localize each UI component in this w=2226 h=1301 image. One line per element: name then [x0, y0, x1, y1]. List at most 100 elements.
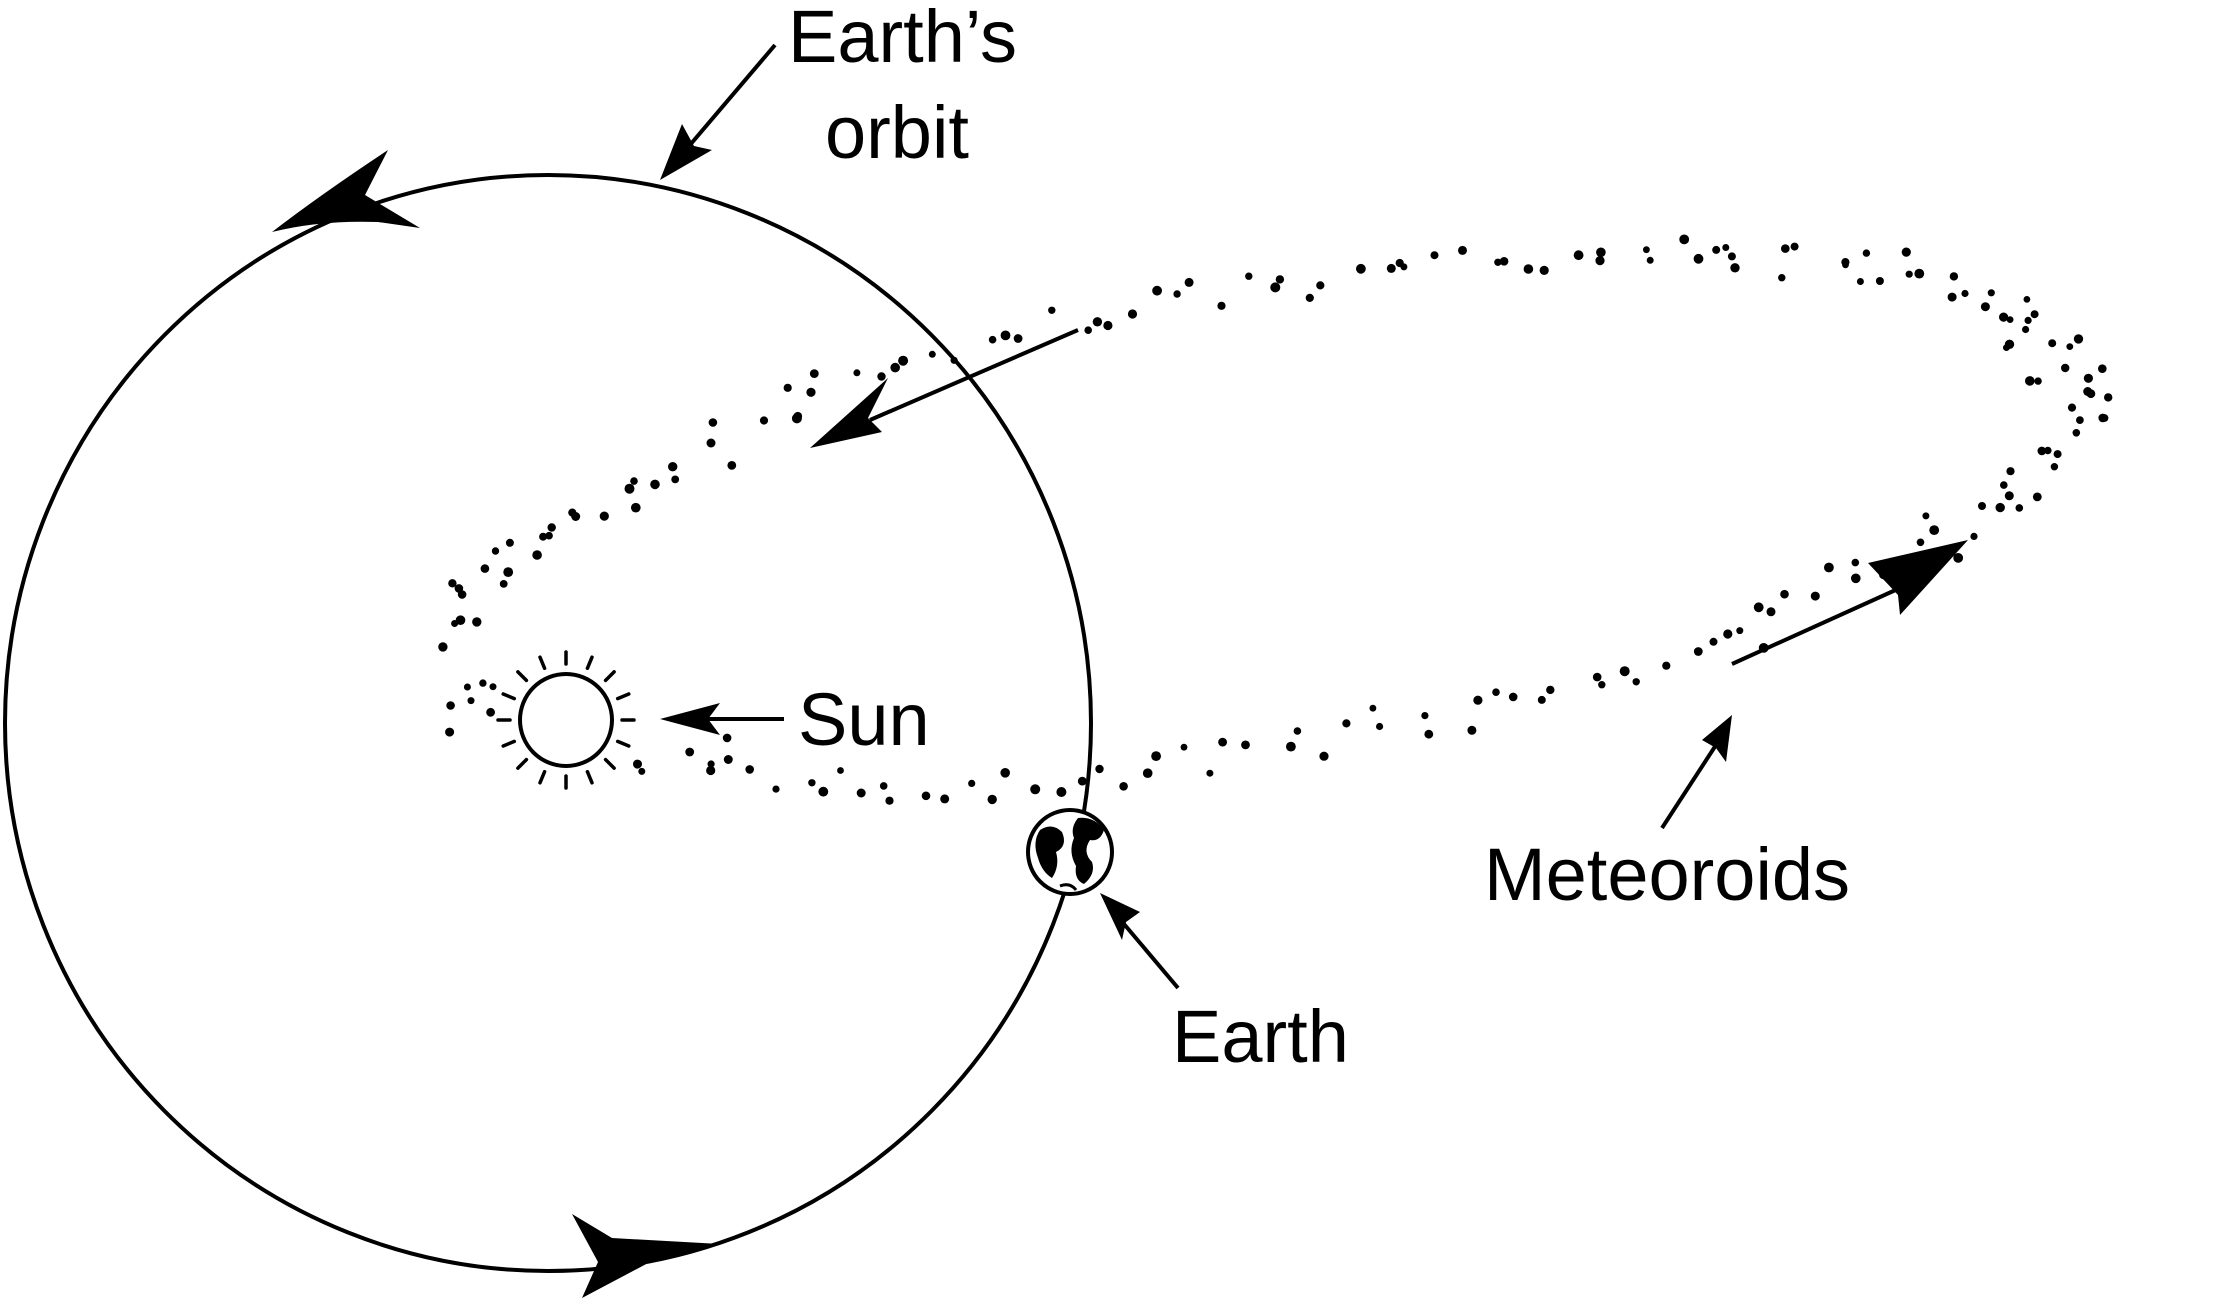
meteoroid-dot	[1709, 637, 1718, 646]
meteoroid-dot	[877, 372, 886, 381]
meteoroid-dot	[1467, 725, 1477, 735]
meteoroid-dot	[1766, 607, 1776, 617]
meteoroid-dot	[1929, 525, 1940, 535]
meteoroid-dot	[1851, 558, 1860, 567]
meteoroid-dot	[1842, 261, 1849, 269]
meteoroid-dot	[1978, 502, 1986, 510]
meteoroid-dot	[1862, 249, 1871, 257]
meteoroid-dot	[1730, 263, 1740, 273]
meteoroid-dot	[1953, 553, 1964, 563]
meteoroid-dot	[1961, 289, 1969, 298]
sun-ray	[516, 757, 529, 770]
meteoroid-dot	[1184, 277, 1194, 287]
meteoroid-dot	[445, 727, 455, 737]
meteoroid-dot	[2024, 316, 2032, 324]
meteoroid-dot	[856, 788, 866, 798]
meteoroid-dot	[1781, 244, 1790, 253]
meteoroid-dot	[1632, 678, 1640, 686]
meteoroid-dot	[1722, 244, 1730, 251]
meteoroid-dot	[454, 584, 464, 593]
meteoroid-dot	[1856, 278, 1864, 285]
meteoroid-dot	[1270, 282, 1281, 293]
meteoroid-dot	[2015, 504, 2024, 512]
meteoroid-dot	[2048, 339, 2057, 348]
meteoroid-dot	[1598, 681, 1606, 689]
meteoroid-dot	[1905, 270, 1913, 278]
earth-label: Earth	[1172, 995, 1349, 1078]
meteoroid-dot	[1753, 602, 1764, 613]
meteoroid-dot	[1013, 334, 1023, 343]
meteoroid-dot	[1119, 782, 1128, 791]
meteoroid-dot	[1092, 317, 1103, 327]
meteoroid-dot	[808, 779, 816, 787]
meteoroid-dot	[1980, 302, 1990, 312]
meteoroid-dot	[723, 755, 733, 764]
meteoroid-dot	[446, 701, 455, 710]
meteoroid-dot	[1173, 290, 1181, 298]
meteoroid-dot	[2000, 481, 2008, 489]
meteoroid-dot	[2032, 492, 2042, 502]
meteoroid-dot	[1949, 272, 1959, 281]
meteoroid-dot	[2022, 325, 2030, 334]
meteoroid-dot	[1241, 740, 1250, 750]
meteoroid-dot	[2044, 446, 2052, 455]
sun-icon	[496, 650, 636, 790]
orbit-pointer-arrow	[660, 43, 777, 180]
meteoroid-dot	[1217, 301, 1226, 310]
meteoroid-dot	[1736, 627, 1744, 635]
meteoroid-dot	[837, 767, 844, 774]
meteoroid-dot	[853, 369, 861, 377]
meteoroid-dot	[1056, 787, 1067, 797]
meteoroid-dot	[1646, 256, 1654, 264]
meteoroid-dot	[2076, 416, 2084, 424]
meteoroid-dot	[539, 532, 548, 541]
meteoroid-dot	[1778, 274, 1786, 282]
meteoroid-dot	[2050, 463, 2059, 471]
meteoroid-dot	[547, 523, 556, 532]
meteoroid-dot	[1914, 268, 1925, 279]
meteoroid-dot	[1824, 562, 1834, 573]
meteoroid-dot	[1916, 538, 1925, 547]
meteoroid-dot	[650, 479, 660, 490]
meteoroid-dot	[1077, 776, 1087, 786]
meteoroid-dot	[480, 564, 490, 573]
meteoroid-dot	[638, 767, 646, 775]
meteoroid-dot	[1947, 292, 1957, 302]
meteoroid-dot	[1970, 532, 1978, 541]
meteoroid-dot	[2030, 310, 2039, 319]
meteoroid-dot	[1218, 737, 1227, 747]
meteoroid-dot	[451, 620, 459, 627]
stream-direction-arrow-lower	[1731, 540, 1968, 666]
meteoroid-dot	[2037, 446, 2047, 456]
meteoroid-dot	[455, 615, 466, 625]
meteoroid-dot	[1293, 727, 1302, 735]
meteoroid-stream	[438, 234, 2113, 805]
sun-ray	[603, 670, 616, 683]
meteoroid-dot	[1376, 722, 1384, 731]
meteoroid-dot	[1810, 591, 1820, 601]
stream-direction-arrow-upper	[810, 328, 1079, 448]
meteoroid-dot	[668, 462, 678, 472]
sun-ray	[603, 757, 616, 770]
meteoroid-dot	[1539, 265, 1549, 275]
meteoroid-dot	[783, 383, 792, 392]
meteoroid-dot	[950, 356, 958, 364]
meteoroid-dot	[1356, 263, 1366, 274]
orbit-label-line2: orbit	[825, 91, 969, 174]
meteoroid-dot	[1180, 743, 1188, 751]
meteoroid-dot	[2066, 343, 2074, 350]
meteoroid-dot	[708, 418, 718, 427]
meteoroid-dot	[1245, 272, 1253, 280]
meteoroid-dot	[809, 369, 819, 378]
meteoroid-dot	[1523, 264, 1534, 274]
sun-label: Sun	[798, 678, 930, 761]
meteoroid-dot	[890, 362, 900, 373]
meteoroid-dot	[818, 786, 829, 797]
meteoroid-dot	[722, 733, 732, 743]
sun-pointer-arrow	[660, 703, 784, 735]
meteoroid-dot	[1386, 263, 1396, 273]
meteoroid-dot	[1030, 784, 1041, 795]
meteoroid-dot	[467, 697, 475, 705]
meteoroid-dot	[505, 538, 514, 547]
